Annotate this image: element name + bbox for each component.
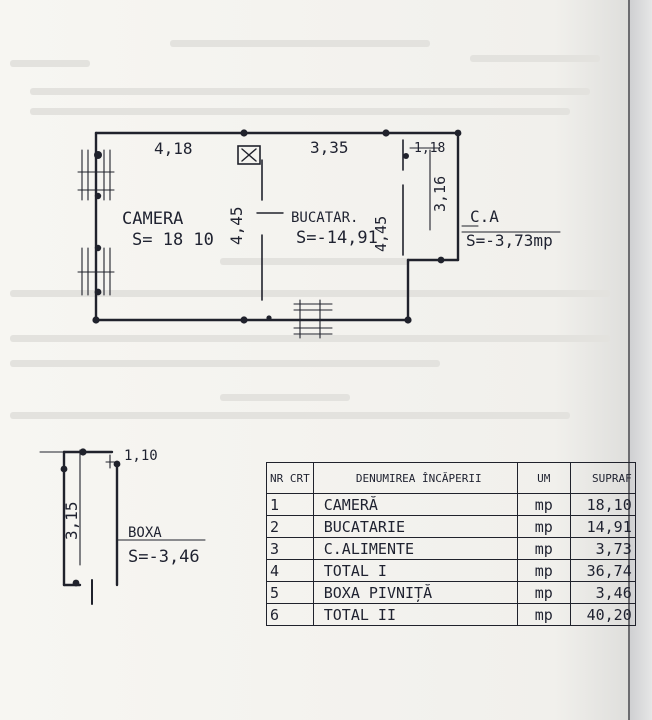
faint-line xyxy=(220,258,410,265)
page-edge xyxy=(628,0,630,720)
header-name: DENUMIREA ÎNCĂPERII xyxy=(312,462,518,494)
faint-heading xyxy=(170,40,430,47)
row-um: mp xyxy=(516,559,571,582)
boxa-dim-height: 3,15 xyxy=(62,501,81,540)
row-area: 18,10 xyxy=(569,493,636,516)
chimney-box xyxy=(237,145,261,165)
faint-line xyxy=(10,290,610,297)
room-bucatarie-name: BUCATAR. xyxy=(291,210,358,226)
row-name: TOTAL II xyxy=(312,603,518,626)
page-shadow xyxy=(630,0,652,720)
faint-line xyxy=(220,394,350,401)
row-name: BUCATARIE xyxy=(312,515,518,538)
header-um: UM xyxy=(516,462,571,494)
row-nr: 5 xyxy=(266,581,314,604)
room-camera-name: CAMERA xyxy=(122,209,183,229)
room-area-table: NR CRT DENUMIREA ÎNCĂPERII UM SUPRAF 1 C… xyxy=(266,462,636,626)
row-nr: 4 xyxy=(266,559,314,582)
table-row: 3 C.ALIMENTE mp 3,73 xyxy=(266,537,636,560)
row-name: BOXA PIVNIȚĂ xyxy=(312,581,518,604)
faint-line xyxy=(30,88,590,95)
row-name: C.ALIMENTE xyxy=(312,537,518,560)
boxa-name: BOXA xyxy=(128,525,162,541)
table-row: 1 CAMERĂ mp 18,10 xyxy=(266,493,636,516)
row-um: mp xyxy=(516,581,571,604)
row-area: 3,46 xyxy=(569,581,636,604)
header-area: SUPRAF xyxy=(569,462,636,494)
boxa-area: S=-3,46 xyxy=(128,547,200,567)
room-ca-area: S=-3,73mp xyxy=(466,231,553,250)
row-area: 3,73 xyxy=(569,537,636,560)
row-area: 14,91 xyxy=(569,515,636,538)
faint-line xyxy=(470,55,600,62)
dim-top-mid: 3,35 xyxy=(310,138,349,157)
row-um: mp xyxy=(516,493,571,516)
window-left-upper xyxy=(81,149,111,201)
header-nr: NR CRT xyxy=(266,462,314,494)
table-row: 4 TOTAL I mp 36,74 xyxy=(266,559,636,582)
table-header-row: NR CRT DENUMIREA ÎNCĂPERII UM SUPRAF xyxy=(266,462,636,494)
dim-camera-side: 4,45 xyxy=(227,206,246,245)
room-bucatarie-area: S=-14,91 xyxy=(296,228,378,248)
row-um: mp xyxy=(516,515,571,538)
row-nr: 1 xyxy=(266,493,314,516)
row-area: 40,20 xyxy=(569,603,636,626)
dim-ca-side: 3,16 xyxy=(431,176,449,212)
table-row: 2 BUCATARIE mp 14,91 xyxy=(266,515,636,538)
dim-top-left: 4,18 xyxy=(154,139,193,158)
faint-line xyxy=(10,60,90,67)
row-name: TOTAL I xyxy=(312,559,518,582)
faint-line xyxy=(10,335,610,342)
dim-top-right: 1,18 xyxy=(414,141,445,156)
row-nr: 6 xyxy=(266,603,314,626)
row-um: mp xyxy=(516,603,571,626)
faint-line xyxy=(30,108,570,115)
row-nr: 2 xyxy=(266,515,314,538)
row-nr: 3 xyxy=(266,537,314,560)
row-um: mp xyxy=(516,537,571,560)
faint-line xyxy=(10,360,440,367)
row-name: CAMERĂ xyxy=(312,493,518,516)
table-row: 5 BOXA PIVNIȚĂ mp 3,46 xyxy=(266,581,636,604)
window-bottom xyxy=(293,299,333,339)
faint-line xyxy=(10,412,570,419)
boxa-dim-width: 1,10 xyxy=(124,448,158,464)
room-ca-name: C.A xyxy=(470,207,499,226)
table-row: 6 TOTAL II mp 40,20 xyxy=(266,603,636,626)
row-area: 36,74 xyxy=(569,559,636,582)
dim-bucatarie-side: 4,45 xyxy=(372,216,390,252)
room-camera-area: S= 18 10 xyxy=(132,230,214,250)
